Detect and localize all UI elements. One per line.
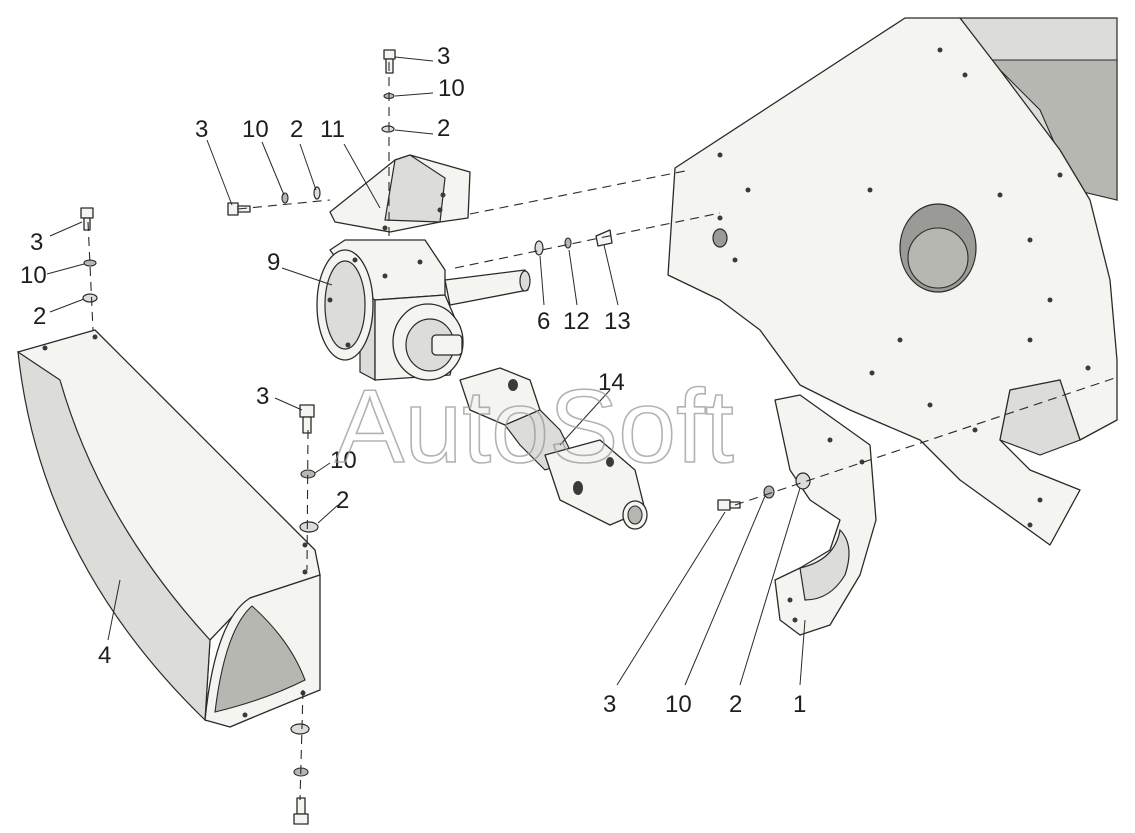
callout-4: 4 [98, 642, 111, 669]
watermark-text: AutoSoft [335, 369, 734, 485]
callout-6: 6 [537, 308, 550, 335]
callout-1: 1 [793, 691, 806, 718]
callout-2-br: 2 [729, 691, 742, 718]
callout-10-far: 10 [20, 262, 47, 289]
callout-3-left: 3 [195, 116, 208, 143]
fasteners [80, 49, 811, 825]
callout-2-mid: 2 [336, 487, 349, 514]
guard-cover [17, 329, 321, 728]
callout-labels: 3 10 2 3 10 2 11 3 10 2 9 6 12 13 14 3 1… [20, 43, 806, 718]
callout-3-far: 3 [30, 229, 43, 256]
callout-10-left: 10 [242, 116, 269, 143]
callout-12: 12 [563, 308, 590, 335]
callout-3-top: 3 [437, 43, 450, 70]
gearbox [316, 239, 531, 381]
frame-panel [667, 17, 1118, 546]
callout-11: 11 [320, 116, 345, 143]
callout-10-top: 10 [438, 75, 465, 102]
leader-lines [46, 56, 806, 686]
mounting-bracket [329, 154, 471, 233]
callout-3-br: 3 [603, 691, 616, 718]
callout-2-top: 2 [437, 115, 450, 142]
universal-joint [459, 367, 648, 530]
callout-2-far: 2 [33, 303, 46, 330]
callout-10-br: 10 [665, 691, 692, 718]
callout-13: 13 [604, 308, 631, 335]
assembly-lines [87, 62, 1116, 801]
callout-10-mid: 10 [330, 447, 357, 474]
callout-3-mid: 3 [256, 383, 269, 410]
side-plate [774, 394, 877, 636]
callout-2-left: 2 [290, 116, 303, 143]
callout-14: 14 [598, 369, 625, 396]
callout-9: 9 [267, 249, 280, 276]
